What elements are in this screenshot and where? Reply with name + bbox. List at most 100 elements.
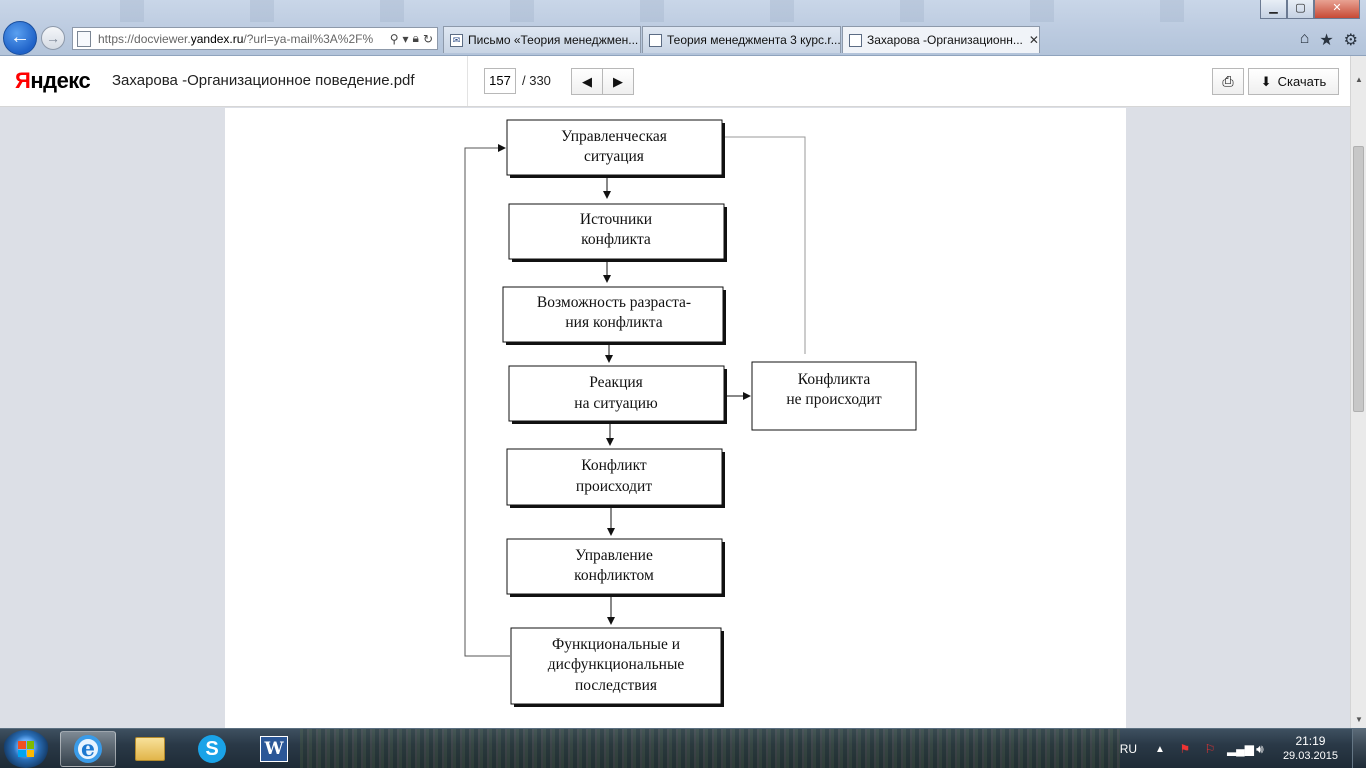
volume-icon[interactable]: 🔊︎: [1256, 742, 1264, 756]
forward-button[interactable]: →: [41, 26, 65, 50]
flag-warning-icon[interactable]: ⚐: [1204, 742, 1216, 756]
start-button[interactable]: [3, 730, 49, 768]
download-button[interactable]: ⬇ Скачать: [1248, 68, 1339, 95]
address-url[interactable]: https://docviewer.yandex.ru/?url=ya-mail…: [98, 32, 386, 46]
taskbar-word[interactable]: W: [246, 731, 302, 767]
label-escalation-1: Возможность разраста-: [537, 294, 691, 311]
document-area[interactable]: Управленческая ситуация Источники конфли…: [0, 108, 1350, 728]
browser-tools: ⌂ ★ ⚙: [1300, 30, 1358, 50]
browser-chrome: ← → https://docviewer.yandex.ru/?url=ya-…: [0, 0, 1366, 56]
label-escalation-2: ния конфликта: [565, 314, 662, 331]
url-rest: /?url=ya-mail%3A%2F%: [243, 31, 374, 46]
scroll-up-icon[interactable]: ▲: [1355, 75, 1363, 84]
language-indicator[interactable]: RU: [1119, 742, 1138, 756]
title-bar-background: [60, 0, 1240, 22]
document-icon: [649, 33, 662, 47]
node-management-situation: [506, 119, 723, 176]
taskbar-background: [300, 729, 1120, 768]
star-icon[interactable]: ★: [1319, 32, 1334, 49]
magnifier-icon[interactable]: ⚲: [389, 31, 399, 46]
page-total: / 330: [522, 73, 551, 88]
document-title: Захарова -Организационное поведение.pdf: [112, 72, 415, 89]
back-button[interactable]: ←: [3, 21, 37, 55]
minimize-button[interactable]: ▁: [1260, 0, 1287, 19]
node-no-conflict: [751, 361, 917, 431]
node-conflict-management: [506, 538, 723, 595]
scroll-thumb[interactable]: [1353, 146, 1364, 412]
label-conflict-occurs-2: происходит: [576, 478, 652, 495]
clock-time: 21:19: [1295, 734, 1326, 748]
label-consequences-2: дисфункциональные: [548, 656, 685, 673]
node-conflict-sources: [508, 203, 725, 260]
taskbar-file-explorer[interactable]: [122, 731, 178, 767]
vertical-scrollbar[interactable]: ▲ ▼: [1350, 56, 1366, 728]
download-icon: ⬇: [1260, 73, 1272, 89]
tab-theory[interactable]: Теория менеджмента 3 курс.r...: [642, 26, 841, 53]
show-hidden-icons-icon[interactable]: ▲: [1155, 743, 1165, 755]
gear-icon[interactable]: ⚙: [1343, 32, 1358, 49]
feedback-connector: [464, 144, 510, 657]
printer-icon: ⎙: [1222, 73, 1234, 89]
tab-label: Теория менеджмента 3 курс.r...: [667, 33, 841, 47]
lock-icon[interactable]: 🔒︎: [412, 31, 419, 45]
download-label: Скачать: [1277, 74, 1327, 89]
show-desktop-button[interactable]: [1352, 729, 1366, 768]
conflict-flowchart: Управленческая ситуация Источники конфли…: [464, 119, 917, 707]
previous-page-button[interactable]: ◀: [571, 68, 603, 95]
maximize-button[interactable]: ▢: [1287, 0, 1314, 19]
print-button[interactable]: ⎙: [1212, 68, 1244, 95]
windows-logo-icon: [18, 741, 34, 757]
viewer-toolbar: Яндекс Захарова -Организационное поведен…: [0, 56, 1350, 107]
no-conflict-connector: [722, 136, 806, 354]
scroll-down-icon[interactable]: ▼: [1355, 715, 1363, 724]
label-no-conflict-2: не происходит: [786, 391, 881, 408]
triangle-left-icon: ◀: [582, 74, 592, 89]
label-conflict-management-1: Управление: [575, 547, 653, 564]
tab-mail[interactable]: ✉ Письмо «Теория менеджмен...: [443, 26, 641, 53]
mail-icon: ✉: [450, 33, 463, 47]
toolbar-divider: [467, 56, 468, 106]
page-number-input[interactable]: 157: [484, 68, 516, 94]
tab-zakharova[interactable]: Захарова -Организационн... ✕: [842, 26, 1040, 53]
network-warning-icon[interactable]: ⚑: [1179, 742, 1191, 756]
word-icon: W: [260, 736, 288, 762]
arrow-right-icon: →: [46, 30, 60, 46]
logo-first-letter: Я: [15, 68, 31, 93]
window-controls: ▁ ▢ ✕: [1260, 0, 1360, 19]
arrow-left-icon: ←: [10, 26, 30, 48]
chevron-down-icon[interactable]: ▾: [402, 31, 409, 46]
label-reaction-1: Реакция: [589, 374, 643, 391]
next-page-button[interactable]: ▶: [602, 68, 634, 95]
taskbar: e S W RU ▲ ⚑ ⚐ ▂▄▆ 🔊︎ 21:19 29.03.2015: [0, 728, 1366, 768]
close-button[interactable]: ✕: [1314, 0, 1360, 19]
home-icon[interactable]: ⌂: [1299, 30, 1310, 47]
taskbar-internet-explorer[interactable]: e: [60, 731, 116, 767]
pdf-page: Управленческая ситуация Источники конфли…: [225, 108, 1126, 728]
node-conflict-occurs: [506, 448, 723, 506]
taskbar-skype[interactable]: S: [184, 731, 240, 767]
url-domain: yandex.ru: [190, 31, 244, 46]
triangle-right-icon: ▶: [613, 74, 623, 89]
folder-icon: [135, 737, 165, 761]
document-icon: [849, 33, 862, 47]
node-consequences: [510, 627, 722, 705]
label-conflict-sources-2: конфликта: [581, 231, 651, 248]
signal-icon[interactable]: ▂▄▆: [1226, 742, 1254, 756]
logo-rest: ндекс: [30, 68, 91, 93]
label-management-situation-1: Управленческая: [561, 128, 667, 145]
label-conflict-occurs-1: Конфликт: [581, 457, 647, 474]
system-tray: RU ▲ ⚑ ⚐ ▂▄▆ 🔊︎ 21:19 29.03.2015: [1120, 729, 1366, 768]
address-bar[interactable]: https://docviewer.yandex.ru/?url=ya-mail…: [72, 27, 438, 50]
refresh-icon[interactable]: ↻: [422, 31, 433, 46]
label-conflict-management-2: конфликтом: [574, 567, 654, 584]
label-consequences-3: последствия: [575, 677, 657, 694]
clock[interactable]: 21:19 29.03.2015: [1283, 734, 1338, 764]
tab-label: Письмо «Теория менеджмен...: [468, 33, 639, 47]
label-no-conflict-1: Конфликта: [798, 371, 871, 388]
yandex-logo[interactable]: Яндекс: [15, 68, 91, 94]
node-reaction: [508, 365, 725, 422]
label-conflict-sources-1: Источники: [580, 211, 652, 228]
close-tab-icon[interactable]: ✕: [1028, 33, 1039, 47]
label-reaction-2: на ситуацию: [574, 395, 657, 412]
clock-date: 29.03.2015: [1282, 750, 1338, 762]
